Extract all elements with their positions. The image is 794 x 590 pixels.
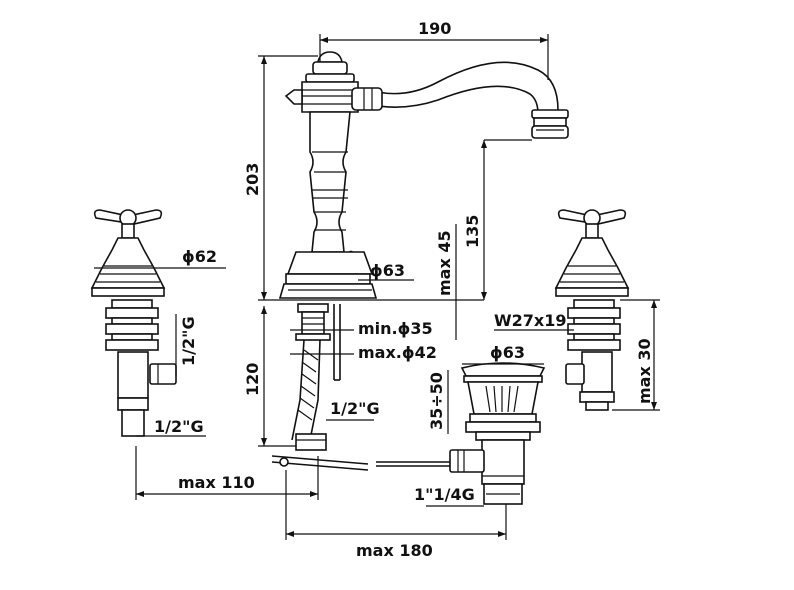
dimension-labels: 190 203 135 max 45 ϕ63 ϕ62 1/2"G 1/2"G m… <box>154 19 654 560</box>
dim-dia-63-spout: ϕ63 <box>370 261 405 280</box>
dim-max-110: max 110 <box>178 473 255 492</box>
dim-height-135: 135 <box>463 215 482 248</box>
dim-half-g-left-bottom: 1/2"G <box>154 417 204 436</box>
waste-drain <box>449 362 546 505</box>
dim-max-30: max 30 <box>635 338 654 404</box>
dim-dia-63-waste: ϕ63 <box>490 343 525 362</box>
dim-range-35-50: 35÷50 <box>427 372 446 430</box>
dim-half-g-center: 1/2"G <box>330 399 380 418</box>
dim-one-quarter-g: 1"1/4G <box>414 485 475 504</box>
dim-max-45: max 45 <box>435 230 454 296</box>
spout-assembly <box>271 51 569 471</box>
dim-width-190: 190 <box>418 19 451 38</box>
dim-w27x19: W27x19 <box>494 311 567 330</box>
dim-dia-62: ϕ62 <box>182 247 217 266</box>
dim-min-35: min.ϕ35 <box>358 319 433 338</box>
dim-height-203: 203 <box>243 163 262 196</box>
left-valve <box>90 209 177 437</box>
dim-max-180: max 180 <box>356 541 433 560</box>
dim-max-42: max.ϕ42 <box>358 343 437 362</box>
right-valve <box>554 209 630 411</box>
dimension-lines <box>94 34 660 540</box>
dim-half-g-left-vertical: 1/2"G <box>179 316 198 366</box>
dim-height-120: 120 <box>243 363 262 396</box>
